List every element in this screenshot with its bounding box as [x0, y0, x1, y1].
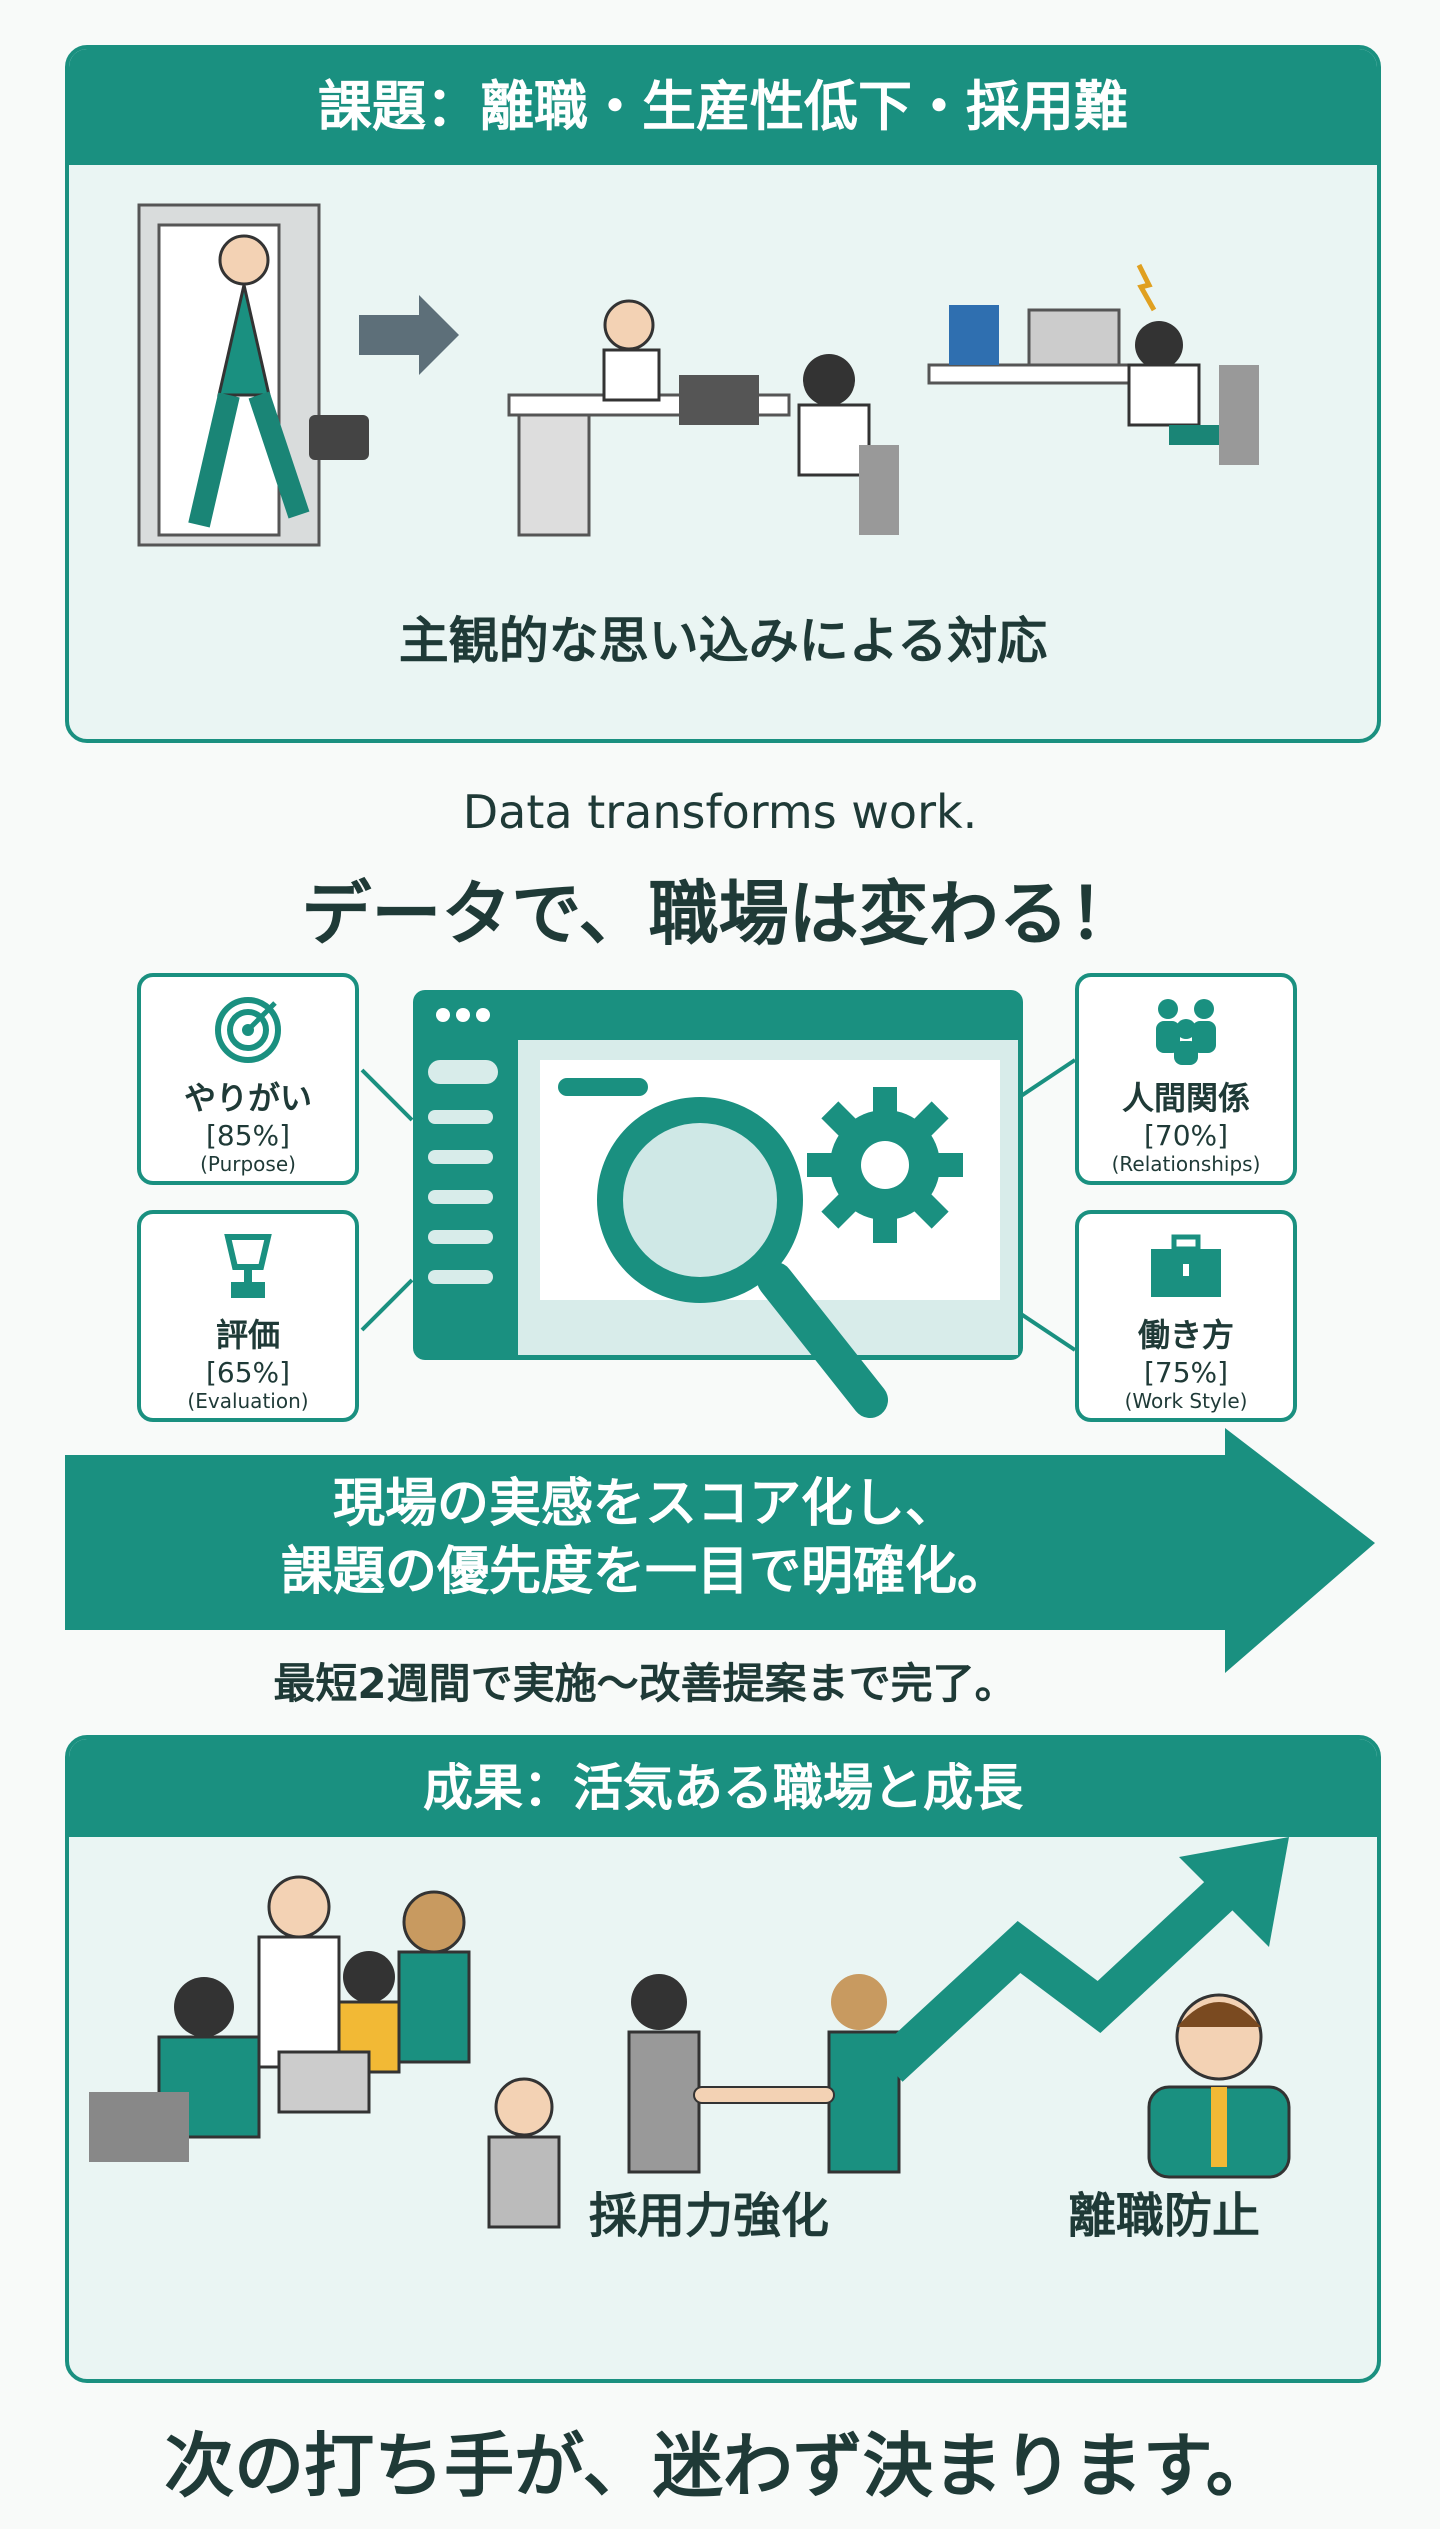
result-panel: 成果：活気ある職場と成長: [65, 1735, 1381, 2383]
result-illustration: 採用力強化 離職防止: [89, 1837, 1291, 2244]
metric-card-relationships: 人間関係 [70%] (Relationships): [1075, 973, 1297, 1185]
problem-illustration: [137, 203, 1259, 547]
metric-card-purpose: やりがい [85%] (Purpose): [137, 973, 359, 1185]
arrow-line-1: 現場の実感をスコア化し、: [332, 1474, 957, 1534]
stressed-workers-illustration: [507, 299, 899, 537]
metric-value: [75%]: [1143, 1356, 1229, 1389]
metric-value: [70%]: [1143, 1119, 1229, 1152]
target-icon: [215, 997, 281, 1063]
result-title: 成果：活気ある職場と成長: [69, 1739, 1377, 1837]
metric-value: [85%]: [205, 1119, 291, 1152]
smiling-employee-illustration: [1147, 1993, 1291, 2179]
metric-english: (Evaluation): [187, 1389, 309, 1413]
metric-label: 働き方: [1137, 1316, 1234, 1354]
metric-label: やりがい: [183, 1079, 312, 1117]
people-icon: [1156, 999, 1216, 1065]
problem-caption: 主観的な思い込みによる対応: [398, 612, 1048, 670]
problem-title: 課題：離職・生産性低下・採用難: [69, 49, 1377, 165]
team-meeting-illustration: [89, 1875, 561, 2229]
metric-label: 評価: [215, 1316, 280, 1354]
trophy-icon: [224, 1234, 272, 1298]
metric-english: (Purpose): [200, 1152, 296, 1176]
metric-card-evaluation: 評価 [65%] (Evaluation): [137, 1210, 359, 1422]
metric-label: 人間関係: [1121, 1079, 1250, 1117]
handshake-illustration: [627, 1974, 901, 2174]
briefcase-icon: [1151, 1234, 1221, 1297]
arrow-shape: [65, 1428, 1375, 1673]
result-label-retention: 離職防止: [1068, 2188, 1260, 2244]
overwhelmed-worker-illustration: [927, 263, 1259, 465]
metric-english: (Relationships): [1111, 1152, 1261, 1176]
metric-card-work-style: 働き方 [75%] (Work Style): [1075, 1210, 1297, 1422]
tagline-japanese: データで、職場は変わる！: [301, 873, 1139, 955]
problem-panel: 課題：離職・生産性低下・採用難: [65, 45, 1381, 743]
arrow-message: 現場の実感をスコア化し、 課題の優先度を一目で明確化。: [65, 1470, 1225, 1606]
gear-icon: [807, 1087, 963, 1243]
arrow-note: 最短2週間で実施〜改善提案まで完了。: [273, 1659, 1017, 1708]
tagline-english: Data transforms work.: [462, 785, 978, 839]
footer-message: 次の打ち手が、迷わず決まります。: [164, 2425, 1276, 2507]
arrow-line-2: 課題の優先度を一目で明確化。: [280, 1542, 1009, 1602]
metric-english: (Work Style): [1124, 1389, 1248, 1413]
result-label-recruiting: 採用力強化: [589, 2188, 829, 2244]
growth-arrow-icon: [875, 1862, 1253, 2082]
metric-value: [65%]: [205, 1356, 291, 1389]
leaving-employee-illustration: [137, 203, 459, 547]
dashboard-illustration: [360, 990, 1077, 1418]
